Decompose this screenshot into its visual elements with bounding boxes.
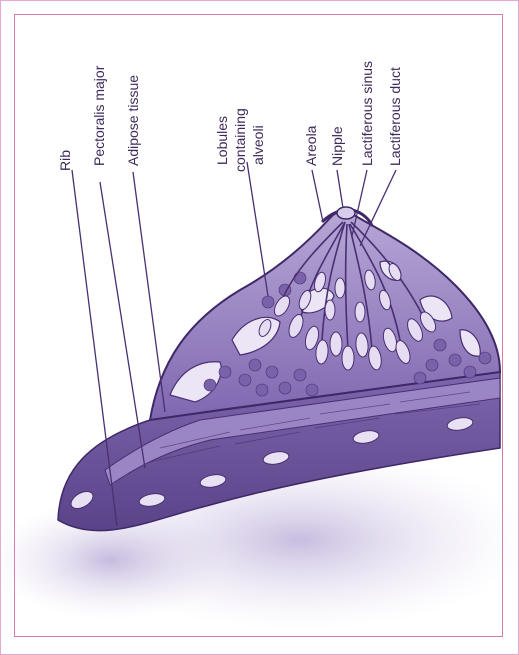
label-lobules-line-2: containing	[232, 108, 248, 172]
adipose-leader	[133, 172, 165, 412]
label-lactiferous-sinus: Lactiferous sinus	[359, 61, 375, 166]
label-lobules-line-1: Lobules	[214, 116, 230, 165]
pectoralis-leader	[100, 182, 145, 468]
areola-leader	[312, 170, 323, 222]
nipple-leader	[337, 170, 343, 208]
nipple	[337, 207, 355, 219]
lobules-leader	[247, 162, 268, 296]
label-areola: Areola	[303, 125, 319, 166]
label-nipple: Nipple	[329, 126, 345, 166]
label-lobules-line-3: alveoli	[250, 125, 266, 165]
label-pectoralis-major: Pectoralis major	[91, 65, 107, 166]
label-lactiferous-duct: Lactiferous duct	[387, 67, 403, 166]
label-rib: Rib	[57, 150, 73, 171]
label-adipose-tissue: Adipose tissue	[125, 75, 141, 166]
